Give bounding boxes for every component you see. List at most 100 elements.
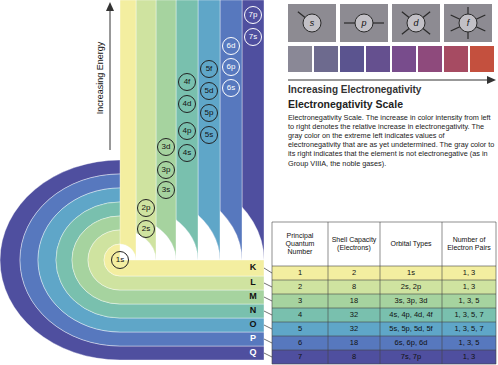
- orbital-circle: 2p: [137, 199, 155, 217]
- table-header: Orbital Types: [380, 222, 442, 266]
- orbital-label: 6d: [227, 42, 236, 50]
- orbital-circle: 1s: [111, 251, 129, 269]
- arrow-line: [110, 9, 111, 150]
- table-row-ground: [272, 336, 496, 350]
- orbital-circle: 5d: [200, 82, 218, 100]
- orbital-label: 5s: [205, 131, 213, 139]
- orbital-circle: 5f: [200, 60, 218, 78]
- electronegativity-swatch: [444, 46, 468, 72]
- table-cell: 1: [272, 266, 328, 280]
- table-cell: 2: [272, 280, 328, 294]
- leader-line: [264, 283, 272, 287]
- table-header-ground: [272, 222, 496, 266]
- orbital-core: [459, 14, 477, 32]
- orbital-label: 4d: [183, 100, 192, 108]
- table-cell: 1s: [380, 266, 442, 280]
- table-cell: 1, 3, 5: [442, 336, 496, 350]
- shell-band: [104, 0, 264, 276]
- table-cell: 18: [328, 294, 380, 308]
- orbital-circle: 2s: [137, 220, 155, 238]
- arrow-line: [288, 80, 489, 81]
- section-heading: Electronegativity Scale: [288, 98, 496, 110]
- orbital-label: 3p: [162, 166, 171, 174]
- table-rule: [272, 350, 496, 351]
- shell-band: [88, 0, 264, 290]
- axis-label: Increasing Energy: [96, 42, 105, 115]
- shell-letter: M: [246, 291, 260, 303]
- orbital-label: 3d: [162, 143, 171, 151]
- table-cell: 3s, 3p, 3d: [380, 294, 442, 308]
- orbital-circle: 3s: [157, 181, 175, 199]
- table-cell: 4s, 4p, 4d, 4f: [380, 308, 442, 322]
- orbital-letter: s: [310, 19, 315, 28]
- shell-band: [56, 0, 264, 318]
- table-row-ground: [272, 266, 496, 280]
- table-cell: 4: [272, 308, 328, 322]
- orbital-label: 4s: [183, 149, 191, 157]
- table-cell: 8: [328, 280, 380, 294]
- orbital-circle: 3d: [157, 138, 175, 156]
- table-cell: 32: [328, 322, 380, 336]
- orbital-circle: 4s: [178, 144, 196, 162]
- table-cell: 1, 3, 5, 7: [442, 308, 496, 322]
- table-rule: [272, 280, 496, 281]
- table-row-ground: [272, 350, 496, 364]
- electronegativity-swatch: [470, 46, 494, 72]
- orbital-label: 5f: [206, 65, 213, 73]
- orbital-label: 4f: [184, 78, 191, 86]
- orbital-core: [355, 14, 373, 32]
- arrow-head: [487, 76, 496, 84]
- arrow-head: [106, 2, 114, 11]
- table-rule: [442, 222, 443, 364]
- table-rule: [272, 222, 273, 364]
- table-rule: [272, 222, 496, 223]
- table-cell: 8: [328, 350, 380, 364]
- leader-line: [264, 268, 272, 273]
- orbital-label: 2s: [142, 225, 150, 233]
- orbital-letter: d: [413, 19, 418, 28]
- electronegativity-swatch: [392, 46, 416, 72]
- electronegativity-swatch: [314, 46, 338, 72]
- electronegativity-swatch: [340, 46, 364, 72]
- table-cell: 3: [272, 294, 328, 308]
- table-cell: 2s, 2p: [380, 280, 442, 294]
- orbital-letter: p: [361, 19, 366, 28]
- table-cell: 7s, 7p: [380, 350, 442, 364]
- shell-band: [38, 0, 264, 332]
- orbital-shape-icon: d: [392, 4, 440, 42]
- orbital-circle: 4d: [178, 95, 196, 113]
- table-cell: 32: [328, 308, 380, 322]
- orbital-circle: 3p: [157, 161, 175, 179]
- table-cell: 1, 3, 5: [442, 294, 496, 308]
- orbital-label: 4p: [183, 127, 192, 135]
- table-rule: [380, 222, 381, 364]
- table-cell: 5s, 5p, 5d, 5f: [380, 322, 442, 336]
- electronegativity-swatch: [366, 46, 390, 72]
- table-rule: [328, 222, 329, 364]
- orbital-label: 5p: [205, 109, 214, 117]
- orbital-circle: 5p: [200, 104, 218, 122]
- electronegativity-swatch: [418, 46, 442, 72]
- orbital-label: 6s: [227, 84, 235, 92]
- shell-letter: N: [246, 305, 260, 317]
- orbital-core: [407, 14, 425, 32]
- electronegativity-swatch: [288, 46, 312, 72]
- description-text: Electronegativity Scale. The increase in…: [288, 113, 496, 168]
- orbital-circle: 5s: [200, 126, 218, 144]
- orbital-label: 1s: [116, 256, 124, 264]
- orbital-label: 3s: [162, 186, 170, 194]
- shell-band: [72, 0, 264, 304]
- shell-band: [20, 0, 264, 346]
- orbital-circle: 6d: [222, 37, 240, 55]
- shell-letter: Q: [246, 347, 260, 359]
- shell-letter: L: [246, 277, 260, 289]
- axis-label: Increasing Electronegativity: [288, 84, 496, 95]
- table-rule: [272, 266, 496, 267]
- table-cell: 6s, 6p, 6d: [380, 336, 442, 350]
- leader-line: [264, 325, 272, 329]
- orbital-label: 7s: [249, 33, 257, 41]
- orbital-label: 2p: [142, 204, 151, 212]
- table-rule: [272, 336, 496, 337]
- leader-line: [264, 339, 272, 343]
